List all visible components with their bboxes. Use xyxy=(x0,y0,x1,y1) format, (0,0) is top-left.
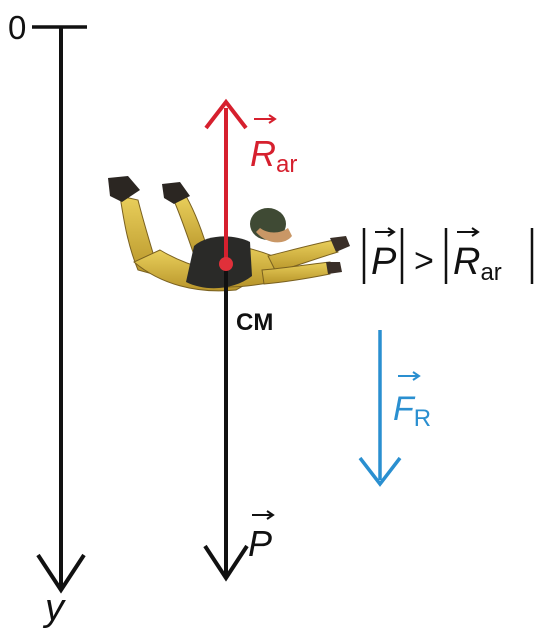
weight-label: P xyxy=(248,510,275,564)
center-of-mass-label: CM xyxy=(236,309,273,336)
resultant-force-label: FR xyxy=(393,371,431,432)
air-resistance-symbol: R xyxy=(250,133,276,174)
air-resistance-vector: Rar xyxy=(204,98,297,264)
center-of-mass: CM xyxy=(219,257,273,336)
svg-text:FR: FR xyxy=(393,390,431,432)
inequality-right-symbol: R xyxy=(453,241,480,283)
y-axis: 0 y xyxy=(8,9,87,629)
resultant-force-subscript: R xyxy=(414,405,431,432)
center-of-mass-dot xyxy=(219,257,233,271)
inequality-right-subscript: ar xyxy=(480,259,501,286)
inequality-relation: > xyxy=(414,242,434,280)
axis-y-label: y xyxy=(42,587,66,629)
air-resistance-subscript: ar xyxy=(276,151,297,178)
svg-text:Rar: Rar xyxy=(453,241,502,286)
axis-origin-label: 0 xyxy=(8,9,26,46)
inequality-left-symbol: P xyxy=(371,241,397,283)
magnitude-inequality: P > Rar xyxy=(362,227,534,286)
weight-symbol: P xyxy=(248,523,272,564)
resultant-force-vector: FR xyxy=(358,330,431,487)
air-resistance-label: Rar xyxy=(250,114,297,178)
resultant-force-symbol: F xyxy=(393,390,416,428)
skydiver-illustration xyxy=(108,176,350,292)
weight-vector: P xyxy=(203,264,275,582)
svg-text:Rar: Rar xyxy=(250,133,297,178)
